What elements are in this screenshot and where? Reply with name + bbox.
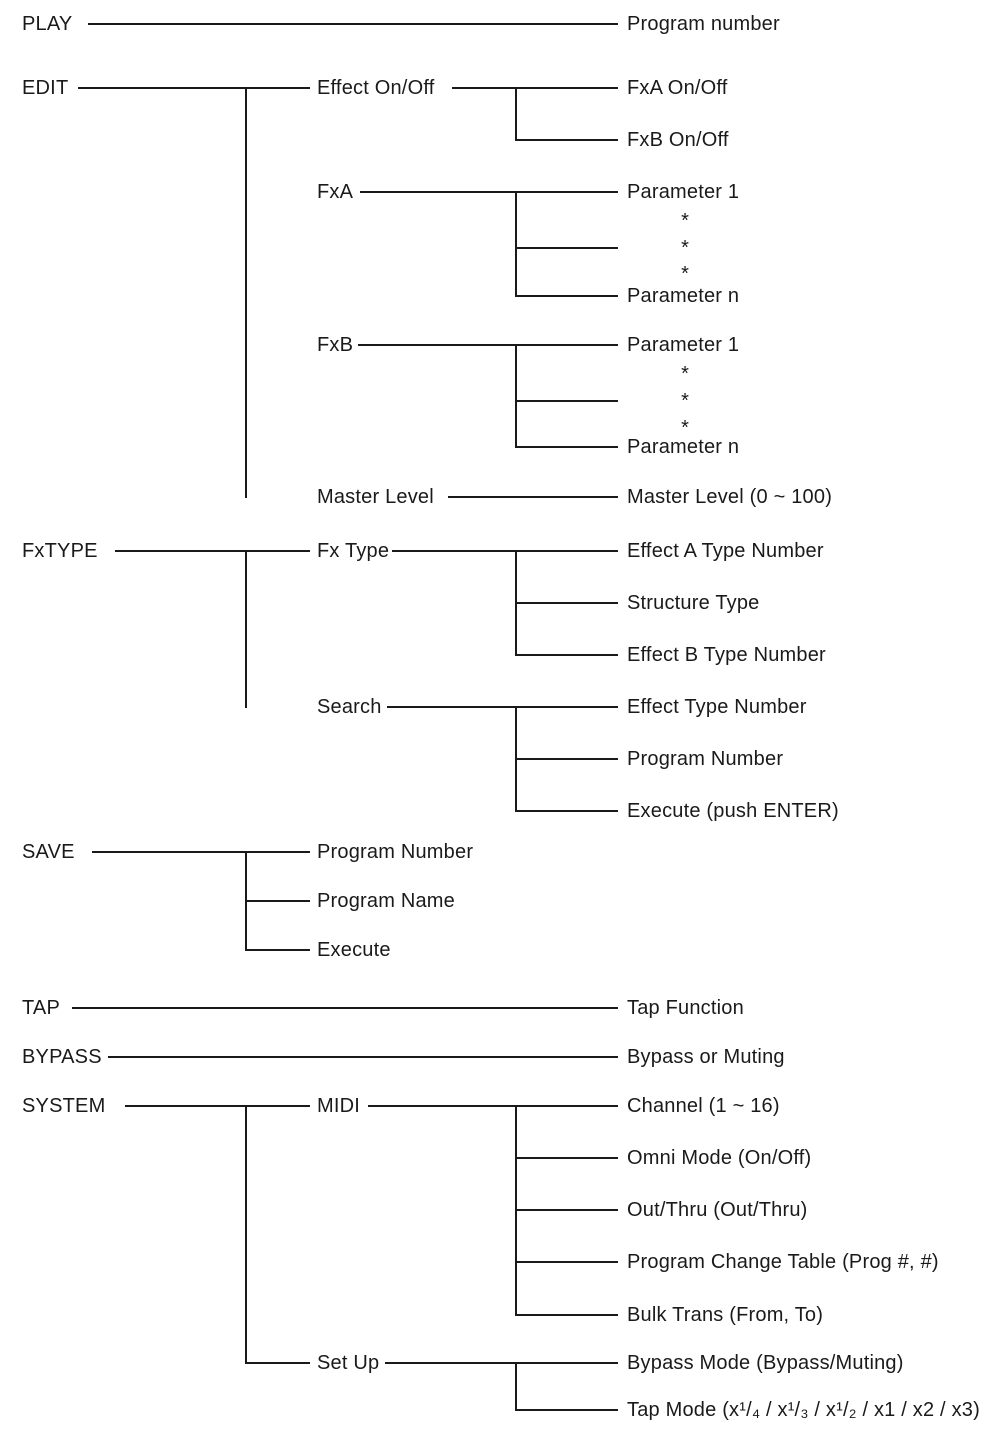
node-midi: MIDI [317, 1095, 361, 1117]
leaf-bulk-trans: Bulk Trans (From, To) [627, 1304, 824, 1326]
node-save-program-number: Program Number [317, 841, 474, 863]
connector-h-search-prognum [516, 758, 618, 760]
leaf-program-number: Program number [627, 13, 780, 35]
connector-h-set-up-left [246, 1362, 310, 1364]
leaf-omni-mode: Omni Mode (On/Off) [627, 1147, 812, 1169]
root-edit: EDIT [22, 77, 69, 99]
connector-h-search [387, 706, 618, 708]
connector-h-save [92, 851, 310, 853]
connector-h-master-level [448, 496, 618, 498]
connector-h-edit [78, 87, 310, 89]
leaf-out-thru: Out/Thru (Out/Thru) [627, 1199, 808, 1221]
connector-h-search-execute [516, 810, 618, 812]
connector-h-fxtype [115, 550, 310, 552]
connector-h-bulk-trans [516, 1314, 618, 1316]
asterisk: * [681, 210, 689, 232]
leaf-bypass-or-muting: Bypass or Muting [627, 1046, 785, 1068]
leaf-fxa-parameter-n: Parameter n [627, 285, 740, 307]
node-save-program-name: Program Name [317, 890, 455, 912]
leaf-tap-mode: Tap Mode (x¹/₄ / x¹/₃ / x¹/₂ / x1 / x2 /… [627, 1399, 980, 1421]
spine-v-set-up [515, 1362, 517, 1411]
leaf-effect-a-type-number: Effect A Type Number [627, 540, 824, 562]
connector-h-out-thru [516, 1209, 618, 1211]
asterisk: * [681, 263, 689, 285]
connector-h-fxb-onoff [516, 139, 618, 141]
leaf-master-level-range: Master Level (0 ~ 100) [627, 486, 833, 508]
connector-h-midi [368, 1105, 618, 1107]
node-fxa: FxA [317, 181, 354, 203]
root-bypass: BYPASS [22, 1046, 102, 1068]
leaf-fxb-parameter-n: Parameter n [627, 436, 740, 458]
connector-h-fx-type [392, 550, 618, 552]
node-master-level: Master Level [317, 486, 434, 508]
connector-h-fxa [360, 191, 618, 193]
node-fx-type: Fx Type [317, 540, 390, 562]
connector-h-fxb-mid [516, 400, 618, 402]
connector-h-set-up-right [385, 1362, 618, 1364]
leaf-tap-function: Tap Function [627, 997, 744, 1019]
connector-h-effect-onoff [452, 87, 618, 89]
asterisk: * [681, 363, 689, 385]
connector-h-play [88, 23, 618, 25]
asterisk: * [681, 237, 689, 259]
root-tap: TAP [22, 997, 61, 1019]
connector-h-fxb-param-n [516, 446, 618, 448]
node-save-execute: Execute [317, 939, 391, 961]
node-search: Search [317, 696, 382, 718]
asterisk: * [681, 390, 689, 412]
leaf-fxa-parameter-1: Parameter 1 [627, 181, 740, 203]
leaf-search-program-number: Program Number [627, 748, 784, 770]
spine-v-effect-onoff [515, 87, 517, 141]
leaf-fxb-parameter-1: Parameter 1 [627, 334, 740, 356]
spine-v-fx-type [515, 550, 517, 656]
spine-v-save [245, 851, 247, 951]
connector-h-save-execute [246, 949, 310, 951]
root-fxtype: FxTYPE [22, 540, 98, 562]
node-fxb: FxB [317, 334, 354, 356]
node-set-up: Set Up [317, 1352, 380, 1374]
spine-v-midi [515, 1105, 517, 1316]
connector-h-system [125, 1105, 310, 1107]
connector-h-fxb [358, 344, 618, 346]
connector-h-bypass [108, 1056, 618, 1058]
leaf-program-change-table: Program Change Table (Prog #, #) [627, 1251, 939, 1273]
spine-v-fxa [515, 191, 517, 297]
leaf-bypass-mode: Bypass Mode (Bypass/Muting) [627, 1352, 904, 1374]
connector-h-structure-type [516, 602, 618, 604]
leaf-fxa-on-off: FxA On/Off [627, 77, 728, 99]
spine-v-search [515, 706, 517, 812]
asterisk: * [681, 417, 689, 439]
leaf-fxb-on-off: FxB On/Off [627, 129, 729, 151]
node-effect-on-off: Effect On/Off [317, 77, 435, 99]
connector-h-prog-change [516, 1261, 618, 1263]
leaf-effect-type-number: Effect Type Number [627, 696, 807, 718]
spine-v-fxb [515, 344, 517, 448]
root-save: SAVE [22, 841, 75, 863]
connector-h-tap [72, 1007, 618, 1009]
connector-h-effect-b-type [516, 654, 618, 656]
root-play: PLAY [22, 13, 73, 35]
root-system: SYSTEM [22, 1095, 106, 1117]
connector-h-fxa-param-n [516, 295, 618, 297]
connector-h-omni-mode [516, 1157, 618, 1159]
spine-v-fxtype [245, 550, 247, 708]
leaf-execute-push-enter: Execute (push ENTER) [627, 800, 839, 822]
spine-v-system [245, 1105, 247, 1364]
connector-h-tap-mode [516, 1409, 618, 1411]
spine-v-edit [245, 87, 247, 498]
leaf-structure-type: Structure Type [627, 592, 760, 614]
connector-h-fxa-mid [516, 247, 618, 249]
connector-h-program-name [246, 900, 310, 902]
leaf-effect-b-type-number: Effect B Type Number [627, 644, 826, 666]
leaf-midi-channel: Channel (1 ~ 16) [627, 1095, 780, 1117]
